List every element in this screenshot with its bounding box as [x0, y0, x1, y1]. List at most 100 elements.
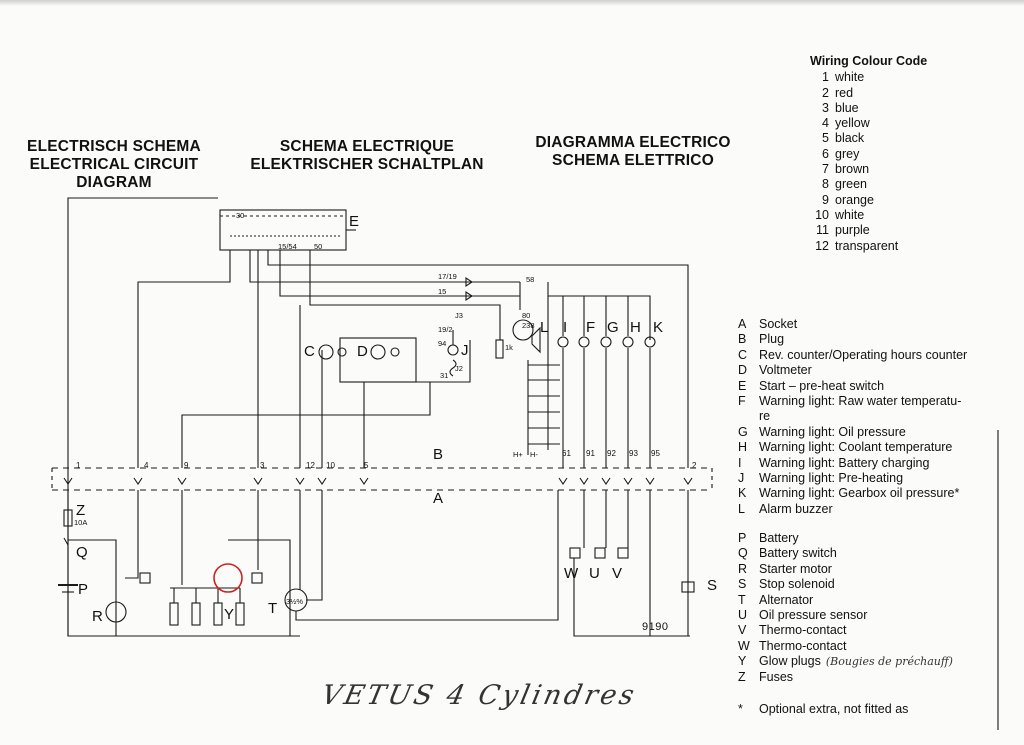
legend-text: Alternator	[759, 592, 814, 607]
legend-key: E	[738, 378, 747, 393]
legend-row: D Voltmeter	[738, 363, 1024, 378]
wire-label-31: 31	[440, 371, 449, 380]
legend-row: I Warning light: Battery charging	[738, 456, 1024, 471]
title-french-german: SCHEMA ELECTRIQUE ELEKTRISCHER SCHALTPLA…	[236, 138, 498, 174]
connector-pin-label: 3	[260, 461, 265, 470]
colour-code-name: brown	[835, 162, 870, 177]
legend-text: Socket	[759, 317, 798, 331]
connector-pin-label: 2	[692, 461, 697, 470]
legend-key: Y	[738, 654, 747, 669]
glow-relay	[251, 572, 263, 584]
connector-pin-label: 91	[586, 449, 595, 458]
legend-key: W	[738, 638, 750, 653]
connector-pin-label: 93	[629, 449, 638, 458]
preheat-relay-coil	[449, 359, 457, 377]
legend-key: I	[738, 455, 742, 470]
wire-label-58: 58	[526, 275, 535, 284]
colour-code-name: yellow	[835, 116, 870, 131]
label-t: T	[268, 600, 278, 617]
wire-starter	[68, 539, 117, 636]
label-e: E	[349, 213, 360, 230]
wire-label-hminus: H-	[530, 450, 538, 459]
lamp	[390, 347, 400, 357]
wire-engine-return	[295, 490, 559, 621]
legend-text: Starter motor	[759, 561, 832, 576]
connector-pin-label: 1	[76, 461, 81, 470]
label-i: I	[563, 319, 568, 336]
legend-key: F	[738, 394, 746, 409]
colour-code-number: 1	[822, 70, 829, 85]
legend-key: A	[738, 317, 747, 331]
battery-switch-contact	[63, 537, 69, 546]
legend-text: Glow plugs	[759, 654, 821, 669]
colour-code-name: transparent	[835, 238, 899, 253]
label-k: K	[653, 319, 664, 336]
fuse-rating: 10A	[74, 518, 88, 527]
label-u: U	[589, 565, 600, 582]
scan-edge	[0, 0, 1024, 6]
footnote: * Optional extra, not fitted as	[738, 702, 908, 716]
connector-pin-label: 61	[562, 449, 571, 458]
legend-text: Warning light: Battery charging	[759, 455, 930, 470]
legend-key: B	[738, 332, 747, 347]
wire-50	[309, 250, 501, 340]
lamp	[337, 347, 347, 357]
colour-code-number: 3	[822, 100, 829, 115]
title-line: SCHEMA ELETTRICO	[552, 152, 714, 169]
legend-key: K	[738, 486, 747, 501]
rev-counter-gauge	[318, 344, 334, 360]
wire-label-hplus: H+	[513, 450, 523, 459]
wire-label-192: 19/2	[438, 325, 453, 334]
legend-text: Voltmeter	[759, 363, 812, 378]
glow-plugs	[169, 588, 245, 626]
wire-preheat-relay	[228, 539, 291, 636]
colour-code-number: 10	[815, 207, 829, 222]
colour-code-name: white	[835, 70, 865, 85]
label-bus-a: A	[433, 490, 444, 507]
legend-key: H	[738, 440, 748, 455]
legend-text: Warning light: Gearbox oil pressure*	[759, 486, 960, 501]
wire-label-30: 30	[236, 211, 245, 220]
footnote-marker: *	[738, 702, 743, 716]
label-j: J	[461, 342, 469, 359]
colour-code-name: purple	[835, 223, 870, 238]
label-v: V	[612, 565, 623, 582]
legend-key: Q	[738, 546, 748, 561]
legend-text: Fuses	[759, 669, 794, 684]
label-d: D	[357, 343, 368, 360]
alarm-transistor	[512, 319, 534, 341]
label-f: F	[586, 319, 596, 336]
colour-code-number: 4	[822, 116, 829, 131]
warning-lamp-columns	[557, 296, 656, 468]
resistor-1k	[495, 339, 504, 359]
colour-code-number: 11	[816, 223, 829, 238]
colour-code-number: 2	[822, 85, 829, 100]
title-line: ELECTRICAL CIRCUIT	[29, 156, 199, 173]
connector-pin-label: 95	[651, 449, 660, 458]
diagram-code: 9190	[642, 621, 669, 633]
legend-text: Warning light: Oil pressure	[759, 424, 906, 439]
connector-pin-label: 92	[607, 449, 616, 458]
wire-label-80: 80	[522, 311, 531, 320]
colour-code-number: 5	[822, 131, 829, 146]
label-bus-b: B	[433, 446, 444, 463]
diode	[465, 290, 473, 302]
legend-key: D	[738, 363, 748, 378]
legend-key: P	[738, 531, 747, 545]
wire-sensor-ground	[573, 558, 690, 637]
colour-code-heading: Wiring Colour Code	[810, 54, 928, 68]
